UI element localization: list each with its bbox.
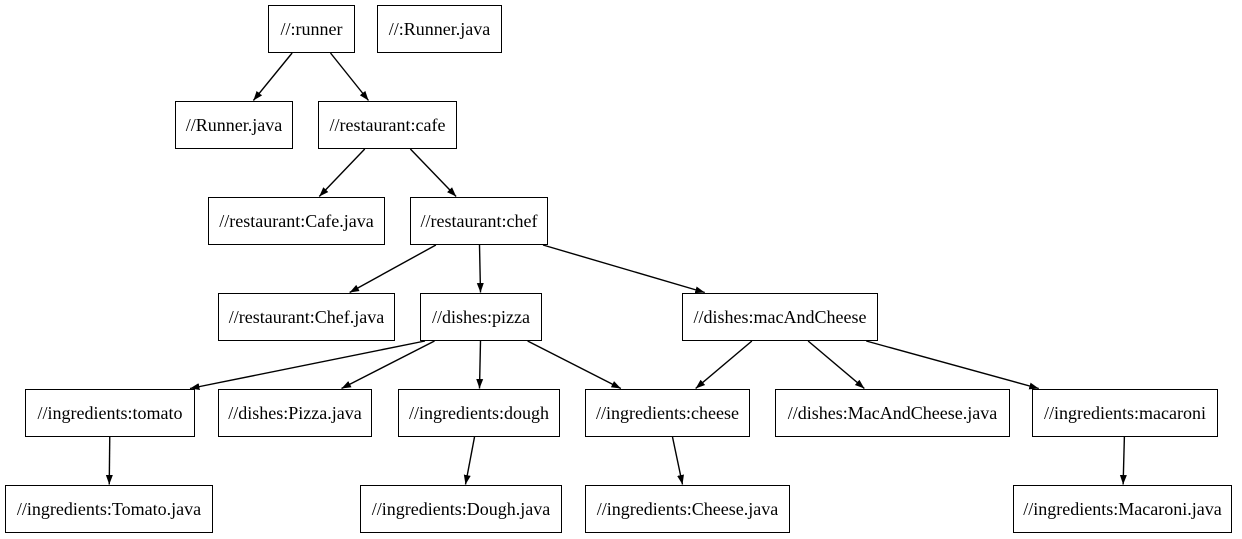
graph-node-macaroni: //ingredients:macaroni [1032, 389, 1218, 437]
node-label: //ingredients:dough [409, 403, 549, 423]
edge-cafe-chef [409, 148, 457, 197]
graph-node-tomato: //ingredients:tomato [25, 389, 195, 437]
edge-pizza-pizza_java [341, 340, 435, 390]
node-label: //ingredients:macaroni [1044, 403, 1206, 423]
node-label: //restaurant:cafe [329, 115, 446, 135]
edge-chef-pizza [476, 244, 484, 293]
graph-node-dough_java: //ingredients:Dough.java [360, 485, 562, 533]
graph-node-runner: //:runner [268, 5, 355, 53]
graph-node-chef_java: //restaurant:Chef.java [218, 293, 395, 341]
graph-node-macaroni_java: //ingredients:Macaroni.java [1013, 485, 1232, 533]
edge-runner-cafe [329, 52, 370, 101]
node-label: //ingredients:Cheese.java [596, 499, 779, 519]
node-label: //ingredients:tomato [37, 403, 183, 423]
edge-pizza-cheese [527, 340, 622, 390]
edge-tomato-tomato_java [105, 436, 113, 485]
node-label: //dishes:macAndCheese [693, 307, 867, 327]
graph-node-cafe_java: //restaurant:Cafe.java [208, 197, 385, 245]
graph-node-dough: //ingredients:dough [398, 389, 560, 437]
node-label: //:runner [280, 19, 343, 39]
graph-node-cheese_java: //ingredients:Cheese.java [585, 485, 790, 533]
graph-node-chef: //restaurant:chef [410, 197, 548, 245]
edge-pizza-tomato [189, 340, 426, 391]
node-label: //restaurant:Cafe.java [219, 211, 374, 231]
edge-macaroni-macaroni_java [1119, 436, 1127, 485]
graph-node-pizza: //dishes:pizza [420, 293, 542, 341]
graph-node-cheese: //ingredients:cheese [585, 389, 750, 437]
edge-cheese-cheese_java [671, 436, 684, 485]
edge-chef-macandcheese [542, 244, 705, 294]
edge-pizza-dough [476, 340, 484, 389]
node-label: //dishes:MacAndCheese.java [787, 403, 998, 423]
node-label: //dishes:Pizza.java [228, 403, 362, 423]
graph-node-tomato_java: //ingredients:Tomato.java [5, 485, 213, 533]
graph-node-macandcheese_java: //dishes:MacAndCheese.java [775, 389, 1010, 437]
node-label: //restaurant:chef [420, 211, 538, 231]
graph-node-runner_java: //Runner.java [175, 101, 293, 149]
node-label: //ingredients:Macaroni.java [1023, 499, 1222, 519]
node-label: //restaurant:Chef.java [228, 307, 385, 327]
node-label: //ingredients:Dough.java [371, 499, 551, 519]
node-label: //ingredients:cheese [596, 403, 739, 423]
edge-macandcheese-macaroni [866, 340, 1039, 390]
node-label: //:Runner.java [388, 19, 491, 39]
edge-macandcheese-macandcheese_java [807, 340, 865, 390]
edge-chef-chef_java [349, 244, 437, 294]
node-label: //dishes:pizza [432, 307, 530, 327]
graph-node-pizza_java: //dishes:Pizza.java [218, 389, 372, 437]
edge-dough-dough_java [463, 436, 476, 485]
node-label: //ingredients:Tomato.java [16, 499, 202, 519]
graph-node-macandcheese: //dishes:macAndCheese [682, 293, 878, 341]
graph-node-runner_java_target: //:Runner.java [377, 5, 502, 53]
node-label: //Runner.java [185, 115, 283, 135]
edge-macandcheese-cheese [695, 340, 753, 390]
edge-cafe-cafe_java [318, 148, 366, 197]
graph-node-cafe: //restaurant:cafe [318, 101, 457, 149]
edge-runner-runner_java [252, 52, 293, 101]
